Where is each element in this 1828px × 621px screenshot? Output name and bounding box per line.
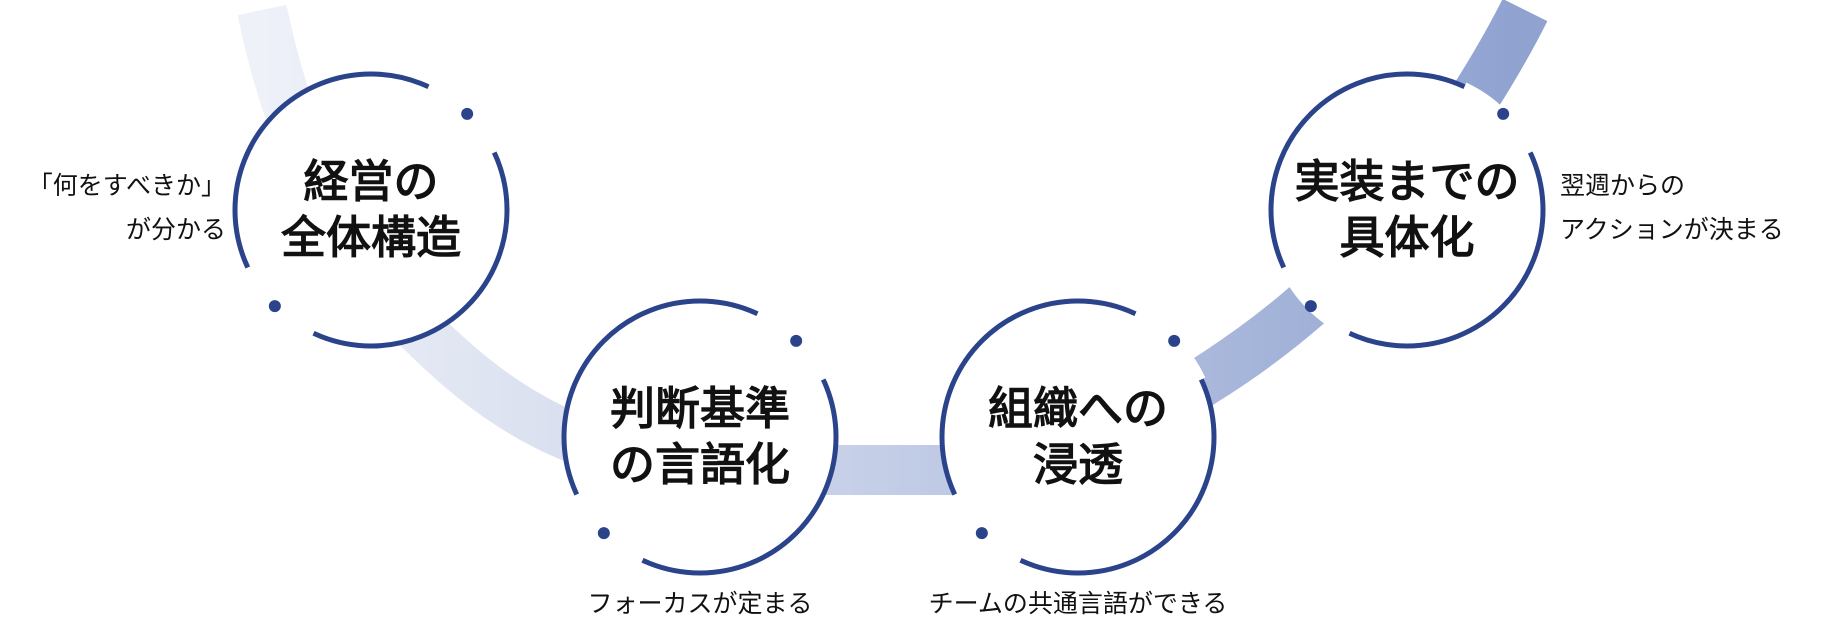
step-2-note-line: フォーカスが定まる xyxy=(587,589,813,618)
ring-dot xyxy=(268,300,281,313)
step-1-title-line: 全体構造 xyxy=(280,211,461,264)
step-4-note: 翌週からの アクションが決まる xyxy=(1560,164,1784,252)
step-3-title-line: 組織への xyxy=(987,382,1168,435)
step-1-note: 「何をすべきか」 が分かる xyxy=(28,164,226,252)
step-4-title-line: 実装までの xyxy=(1294,155,1520,208)
step-3-note: チームの共通言語ができる xyxy=(898,582,1258,621)
ring-dot xyxy=(975,527,988,540)
step-1-title-line: 経営の xyxy=(303,155,439,208)
ring-dot xyxy=(1497,107,1510,120)
step-1-note-line: 「何をすべきか」 xyxy=(27,171,226,200)
step-1-ring xyxy=(232,71,510,349)
ring-dot xyxy=(461,107,474,120)
ring-dot xyxy=(1168,334,1181,347)
ring-dot xyxy=(597,527,610,540)
step-4-note-line: 翌週からの xyxy=(1560,171,1686,200)
ring-dot xyxy=(790,334,803,347)
step-2-title-line: 判断基準 xyxy=(609,382,790,435)
step-3-title-line: 浸透 xyxy=(1032,438,1123,491)
step-3-title: 組織への 浸透 xyxy=(948,381,1208,493)
step-2-title-line: の言語化 xyxy=(609,438,790,491)
step-2-ring xyxy=(561,298,839,576)
step-3-note-line: チームの共通言語ができる xyxy=(928,589,1228,618)
ring-dot xyxy=(1304,300,1317,313)
step-4-ring xyxy=(1268,71,1546,349)
step-1-note-line: が分かる xyxy=(125,215,226,244)
step-4-title-line: 具体化 xyxy=(1339,211,1475,264)
step-2-note: フォーカスが定まる xyxy=(560,582,840,621)
step-2-title: 判断基準 の言語化 xyxy=(570,381,830,493)
step-1-title: 経営の 全体構造 xyxy=(241,154,501,266)
step-3-ring xyxy=(939,298,1217,576)
step-4-note-line: アクションが決まる xyxy=(1560,215,1784,244)
step-4-title: 実装までの 具体化 xyxy=(1277,154,1537,266)
